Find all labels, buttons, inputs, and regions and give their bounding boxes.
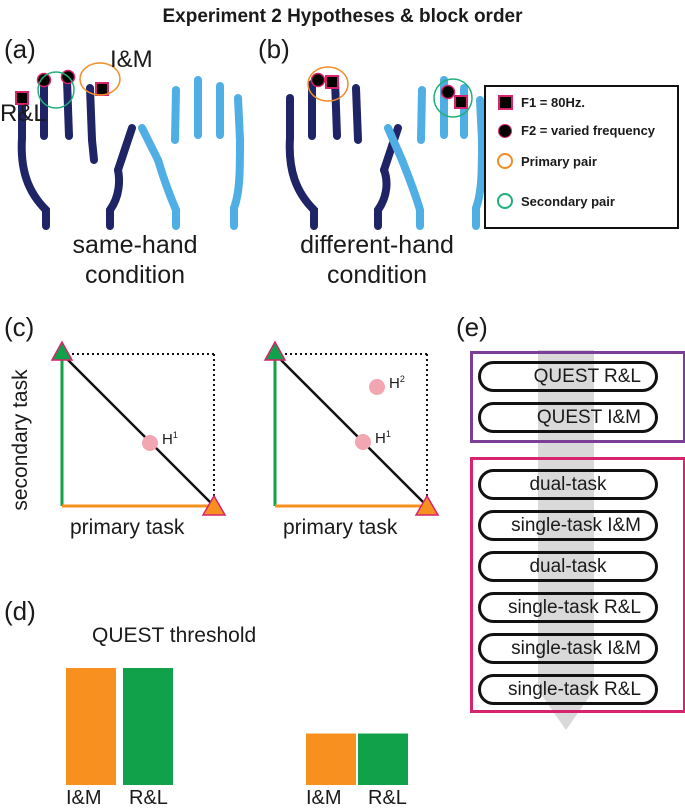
legend-primary-text: Primary pair — [521, 153, 597, 169]
panel-label-e: (e) — [456, 312, 488, 342]
h1-point — [142, 435, 158, 451]
condition-a-line1: same-hand — [72, 231, 198, 259]
bar-label-g1-rl: R&L — [129, 787, 168, 809]
hand-a-right — [138, 76, 244, 230]
bar-2-im — [306, 733, 356, 785]
stim-square-a-ring — [15, 91, 29, 105]
block-single-task-im-2: single-task I&M — [478, 633, 658, 664]
bar-2-rl — [358, 733, 408, 785]
task-blocks-group — [470, 457, 685, 713]
primary-max-marker — [201, 494, 227, 516]
secondary-ring-icon — [497, 193, 513, 209]
block-single-task-rl-1: single-task R&L — [478, 592, 658, 623]
legend-f1: F1 = 80Hz. — [494, 95, 585, 110]
block-dual-task-1: dual-task — [478, 469, 658, 500]
hand-b-left — [285, 76, 402, 230]
h1-label: H1 — [162, 430, 178, 448]
quest-blocks-group — [470, 351, 685, 443]
bar-label-g2-rl: R&L — [368, 787, 407, 809]
block-quest-rl: QUEST R&L — [478, 361, 658, 392]
block-dual-task-2: dual-task — [478, 551, 658, 582]
legend-secondary: Secondary pair — [494, 193, 615, 209]
legend-f2: F2 = varied frequency — [494, 123, 655, 138]
secondary-ring-a — [37, 71, 75, 109]
condition-a-line2: condition — [84, 261, 186, 289]
ylabel-plots: secondary task — [9, 369, 32, 511]
bar-label-g1-im: I&M — [66, 787, 102, 809]
legend-secondary-text: Secondary pair — [521, 193, 615, 209]
legend-primary: Primary pair — [494, 153, 597, 169]
secondary-max-marker-2 — [263, 340, 287, 361]
bar-chart-title: QUEST threshold — [92, 624, 257, 647]
hand-b-right — [384, 76, 485, 230]
legend-f2-text: F2 = varied frequency — [521, 123, 656, 138]
secondary-max-marker — [50, 340, 74, 361]
bar-label-g2-im: I&M — [306, 787, 342, 809]
block-single-task-rl-2: single-task R&L — [478, 674, 658, 705]
primary-ring-b — [307, 66, 349, 102]
block-quest-im: QUEST I&M — [478, 402, 658, 433]
bar-1-im — [66, 668, 116, 785]
h2-point — [369, 379, 385, 395]
label-rl: R&L — [0, 100, 47, 127]
panel-label-d: (d) — [4, 596, 36, 626]
xlabel-plot-2: primary task — [283, 516, 398, 539]
xlabel-plot-1: primary task — [70, 516, 185, 539]
bar-1-rl — [123, 668, 173, 785]
condition-label-different-hand: different-hand condition — [262, 230, 492, 290]
legend-box: F1 = 80Hz. F2 = varied frequency Primary… — [484, 85, 679, 229]
h1-point-2 — [355, 434, 371, 450]
block-single-task-im-1: single-task I&M — [478, 510, 658, 541]
condition-b-line2: condition — [326, 261, 428, 289]
hands-illustration — [15, 62, 485, 230]
legend-f1-text: F1 = 80Hz. — [521, 95, 585, 110]
figure-title: Experiment 2 Hypotheses & block order — [162, 6, 523, 27]
hypothesis-plot-1 — [50, 340, 227, 516]
condition-label-same-hand: same-hand condition — [20, 230, 250, 290]
stim-dot-b-ring — [440, 84, 456, 100]
primary-max-marker-2 — [414, 494, 440, 516]
hand-a-left — [17, 76, 136, 230]
panel-label-b: (b) — [258, 34, 290, 64]
round-stimulator-icon — [498, 123, 512, 138]
primary-ring-a — [79, 62, 121, 96]
hypothesis-plot-2 — [263, 340, 440, 516]
panel-label-c: (c) — [4, 312, 35, 342]
stim-dot-b-middle — [310, 72, 326, 88]
square-stimulator-icon — [497, 95, 513, 110]
h2-label: H2 — [389, 374, 405, 392]
hypothesis-plots — [50, 340, 440, 516]
stim-dot-a-ring — [36, 72, 52, 88]
primary-ring-icon — [497, 153, 513, 169]
stim-square-b-little — [454, 95, 468, 109]
condition-b-line1: different-hand — [300, 231, 454, 259]
stim-square-b-index — [325, 75, 339, 89]
h1-label-2: H1 — [375, 429, 391, 447]
label-im: I&M — [110, 46, 153, 73]
panel-label-a: (a) — [4, 34, 36, 64]
quest-bar-chart — [66, 668, 408, 785]
secondary-ring-b — [433, 78, 473, 118]
stim-square-a-index — [95, 82, 109, 96]
